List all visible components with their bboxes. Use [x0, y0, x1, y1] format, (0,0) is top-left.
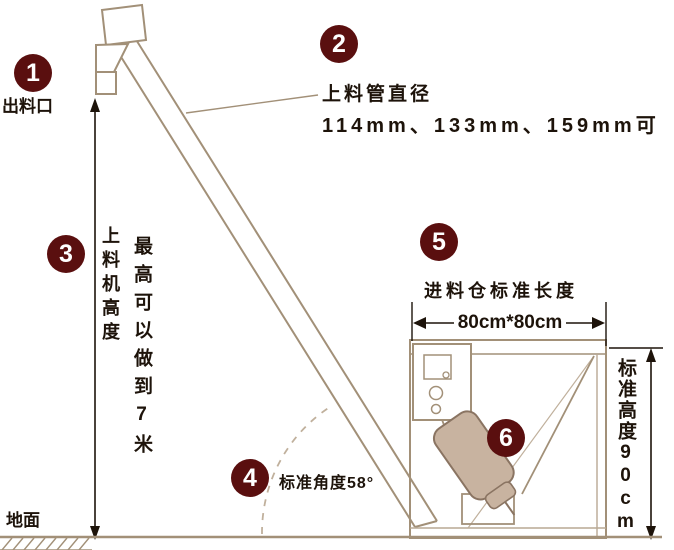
angle-label: 标准角度58° — [279, 475, 375, 492]
discharge-outlet — [95, 71, 117, 95]
bin-height-label: 标准高度90cm — [615, 358, 636, 534]
control-panel — [412, 343, 472, 421]
bin-length-title: 进料仓标准长度 — [424, 281, 578, 301]
panel-indicator-light — [442, 371, 450, 379]
badge-2: 2 — [320, 25, 358, 63]
pipe-diameter-sizes: 114mm、133mm、159mm可 — [322, 115, 660, 137]
top-motor-assembly — [95, 3, 148, 95]
bin-height-dimension — [609, 347, 663, 540]
pipe-leader-line — [185, 94, 319, 114]
ground-label: 地面 — [6, 511, 40, 530]
pipe-diameter-title: 上料管直径 — [322, 84, 433, 105]
drive-motor — [432, 410, 517, 516]
height-dimension-line — [90, 98, 100, 540]
badge-5: 5 — [420, 223, 458, 261]
bin-length-value: 80cm*80cm — [414, 312, 606, 334]
conveyor-tube — [107, 29, 438, 528]
panel-knob — [428, 385, 444, 401]
badge-6: 6 — [487, 419, 525, 457]
ground-hatching — [1, 537, 90, 550]
discharge-funnel — [95, 42, 130, 73]
badge-4: 4 — [231, 459, 269, 497]
ground-line — [0, 535, 662, 550]
panel-display — [423, 354, 452, 380]
panel-button — [430, 403, 442, 415]
lift-height-max-label: 最高可以做到7米 — [131, 236, 152, 462]
outlet-label: 出料口 — [2, 97, 53, 116]
badge-1: 1 — [14, 54, 52, 92]
badge-3: 3 — [47, 235, 85, 273]
lift-height-label: 上料机高度 — [100, 226, 120, 346]
angle-arc — [261, 404, 334, 535]
